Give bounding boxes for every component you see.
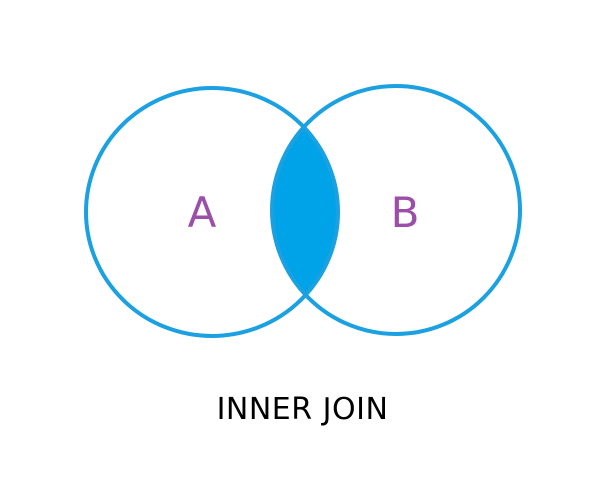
- join-type-caption: INNER JOIN: [216, 392, 389, 427]
- set-b-label: B: [391, 188, 420, 237]
- set-a-label: A: [188, 188, 217, 237]
- set-b-circle: [270, 84, 522, 336]
- set-a-circle: [84, 86, 340, 338]
